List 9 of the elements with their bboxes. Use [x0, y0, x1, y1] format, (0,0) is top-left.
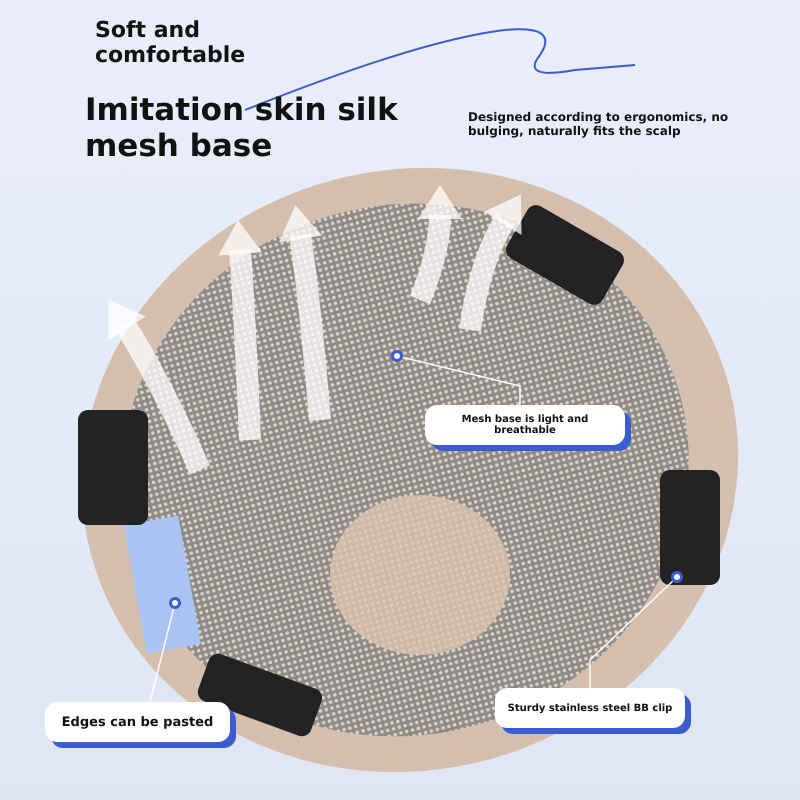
- leader-line: [589, 571, 683, 688]
- headline: Imitation skin silk mesh base: [85, 92, 400, 164]
- leader-line: [391, 350, 521, 405]
- callout-box: Mesh base is light and breathable: [425, 405, 625, 445]
- description-text: Designed according to ergonomics, no bulging, naturally fits the scalp: [468, 110, 730, 138]
- callout-box: Sturdy stainless steel BB clip: [495, 688, 685, 728]
- leader-line: [149, 597, 181, 702]
- callout-box: Edges can be pasted: [45, 702, 230, 742]
- subheading: Soft and comfortable: [95, 18, 246, 68]
